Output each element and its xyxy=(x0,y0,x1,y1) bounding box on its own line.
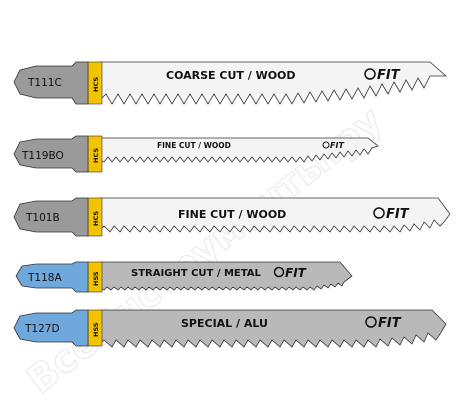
blade-body xyxy=(99,197,451,233)
fit-logo-icon xyxy=(373,207,385,219)
material-code: HSS xyxy=(92,271,100,286)
shank xyxy=(15,261,89,293)
shank xyxy=(13,61,89,105)
material-code: HCS xyxy=(92,148,100,163)
blade-body xyxy=(99,261,353,291)
blade-t101b: HCS T101B FINE CUT / WOOD FIT xyxy=(13,197,451,237)
blade-body xyxy=(99,137,379,163)
blade-body xyxy=(99,309,447,348)
shank xyxy=(13,197,89,237)
blade-label: FINE CUT / WOOD xyxy=(178,208,286,221)
shank xyxy=(13,309,89,347)
fit-logo-text: FIT xyxy=(378,316,402,331)
fit-logo-text: FIT xyxy=(386,207,410,222)
blade-label: FINE CUT / WOOD xyxy=(157,141,231,150)
fit-logo-text: FIT xyxy=(285,266,307,280)
blade-code: T101B xyxy=(25,212,60,224)
blade-body xyxy=(99,61,448,105)
blade-label: COARSE CUT / WOOD xyxy=(166,69,296,82)
fit-logo-icon xyxy=(322,141,330,149)
blade-label: STRAIGHT CUT / METAL xyxy=(131,268,262,279)
fit-logo-icon xyxy=(273,266,285,278)
fit-logo-text: FIT xyxy=(330,141,344,150)
blade-t119bo: HCS T119BO FINE CUT / WOOD FIT xyxy=(13,135,379,173)
blade-code: T118A xyxy=(27,272,62,284)
fit-logo-icon xyxy=(364,68,376,80)
fit-logo-text: FIT xyxy=(377,68,401,83)
material-code: HCS xyxy=(92,77,100,92)
fit-logo-icon xyxy=(365,316,377,328)
blade-label: SPECIAL / ALU xyxy=(181,317,268,330)
shank xyxy=(13,135,89,173)
blade-t127d: HSS T127D SPECIAL / ALU FIT xyxy=(13,309,447,348)
material-code: HSS xyxy=(92,322,100,337)
blade-code: T119BO xyxy=(21,150,64,162)
blade-t111c: HCS T111C COARSE CUT / WOOD FIT xyxy=(13,61,448,105)
blade-code: T111C xyxy=(27,77,62,89)
blade-t118a: HSS T118A STRAIGHT CUT / METAL FIT xyxy=(15,261,353,293)
material-code: HCS xyxy=(92,211,100,226)
blade-code: T127D xyxy=(24,323,60,335)
